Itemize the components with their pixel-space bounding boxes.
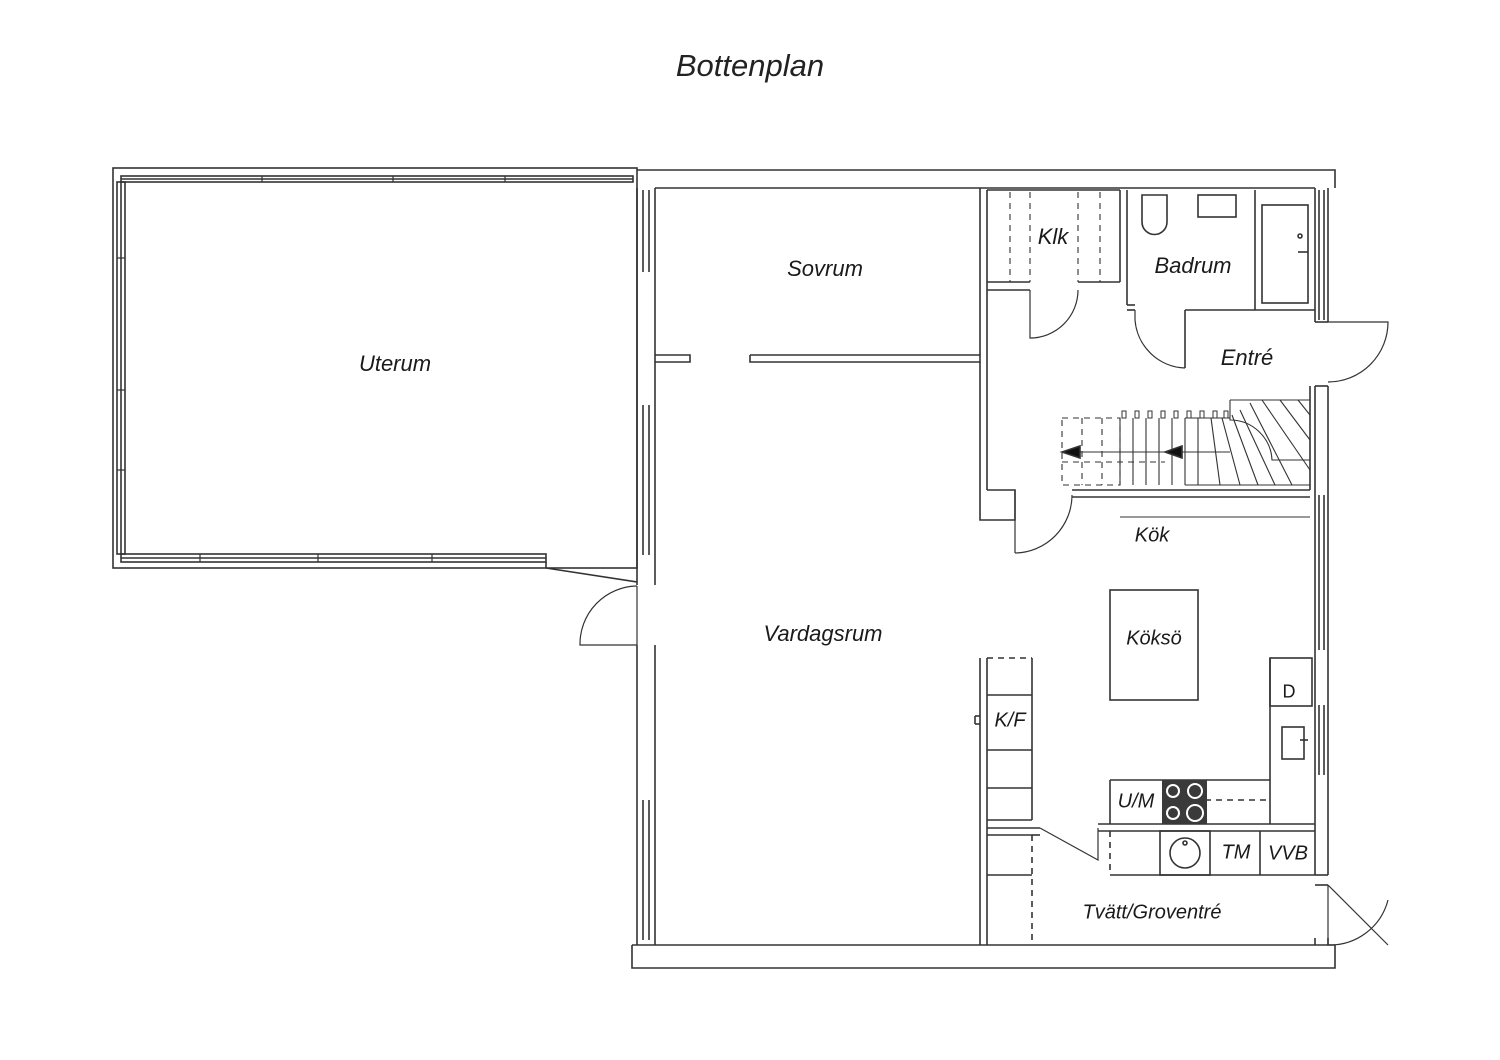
toilet [1141, 194, 1168, 236]
label-d: D [1282, 681, 1296, 702]
bathtub [1261, 204, 1309, 304]
kitchen-island [1109, 589, 1199, 701]
kitchen-hob [1162, 780, 1207, 824]
room-label-tvatt: Tvätt/Groventré [1082, 901, 1222, 924]
stair-arrow-right [1162, 444, 1183, 460]
kitchen-sink [1281, 726, 1305, 760]
label-kf: K/F [994, 709, 1026, 732]
label-tm: TM [1221, 841, 1251, 864]
room-label-uterum: Uterum [358, 351, 432, 376]
outer-wall-south [631, 944, 1336, 969]
room-label-vardagsrum: Vardagsrum [763, 621, 883, 646]
west-door-swing [579, 585, 638, 646]
room-label-klk: Klk [1037, 224, 1069, 249]
label-vvb: VVB [1267, 842, 1309, 865]
badrum-door-swing [1134, 310, 1186, 369]
stair-arrow-left [1059, 444, 1081, 460]
label-um: U/M [1117, 790, 1155, 813]
kok-door-swing [1014, 490, 1073, 554]
sovrum-wall [655, 354, 691, 363]
bathroom-sink [1197, 194, 1237, 218]
room-label-kok: Kök [1134, 524, 1170, 547]
laundry-door-swing [1327, 884, 1389, 946]
outer-wall-north [637, 169, 1336, 188]
entre-door-swing [1327, 321, 1389, 383]
page-title: Bottenplan [675, 48, 825, 83]
tvatt-door-swing [1039, 827, 1099, 862]
laundry-sink [1159, 830, 1211, 876]
uterum-outer-frame [112, 167, 638, 569]
room-label-entre: Entré [1220, 345, 1274, 370]
klk-door-swing [1029, 289, 1079, 339]
room-label-koksö: Köksö [1126, 627, 1182, 650]
staircase [1061, 399, 1311, 486]
room-label-sovrum: Sovrum [787, 256, 863, 281]
room-label-badrum: Badrum [1154, 253, 1232, 278]
